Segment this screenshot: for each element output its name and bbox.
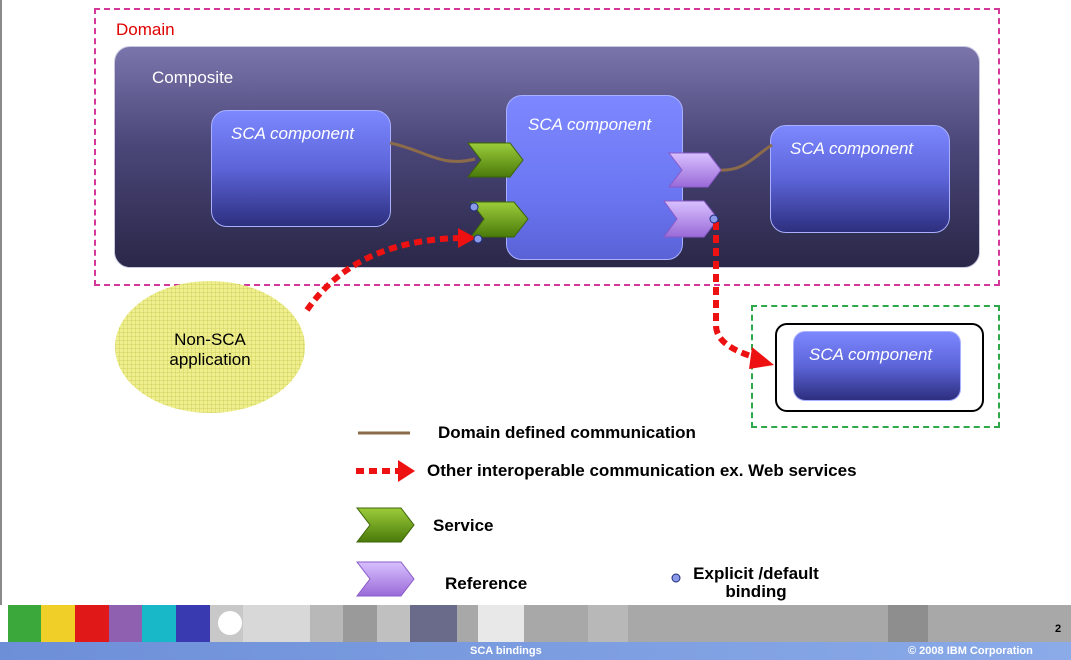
legend-service-chevron-icon <box>355 507 415 543</box>
legend-binding: Explicit /default binding <box>686 565 826 601</box>
binding-dot-icon <box>709 214 719 224</box>
service-chevron-top-icon <box>466 142 524 178</box>
sca-component-external <box>793 331 961 401</box>
legend-domain-communication: Domain defined communication <box>438 423 696 442</box>
footer-tile-snowflake <box>377 605 410 642</box>
sca-component-left <box>211 110 391 227</box>
footer-tile-photo-2 <box>243 605 310 642</box>
footer-tile-photo-3 <box>310 605 343 642</box>
footer-tile-green <box>8 605 41 642</box>
reference-chevron-top-icon <box>667 152 722 188</box>
non-sca-application-label: Non-SCA application <box>115 330 305 370</box>
wire-left-to-center <box>389 141 476 163</box>
binding-dot-icon <box>473 234 483 244</box>
sca-component-external-label: SCA component <box>809 345 933 364</box>
web-service-arrowhead-nonsca <box>458 228 476 248</box>
legend-service: Service <box>433 516 494 535</box>
sca-component-right <box>770 125 950 233</box>
web-service-arrowhead-external <box>749 347 774 369</box>
footer-tile-purple <box>109 605 142 642</box>
legend-web-service-arrowhead-icon <box>398 460 415 482</box>
legend-other-communication: Other interoperable communication ex. We… <box>427 461 857 480</box>
composite-label: Composite <box>152 68 234 87</box>
legend-binding-dot-icon <box>671 573 681 583</box>
footer-tile-yellow <box>41 605 75 642</box>
footer-title: SCA bindings <box>470 645 542 657</box>
sca-component-center-label: SCA component <box>528 115 652 134</box>
footer-tile-dark-gray <box>888 605 928 642</box>
footer-image-strip <box>8 605 1071 642</box>
footer-tile-light <box>478 605 524 642</box>
footer-bar <box>0 642 1071 660</box>
wire-center-to-right <box>717 143 773 172</box>
non-sca-application <box>115 281 305 413</box>
service-chevron-bottom-icon <box>469 201 529 238</box>
legend-binding-line2: binding <box>725 582 787 601</box>
legend-binding-line1: Explicit /default <box>693 564 819 583</box>
non-sca-label-line2: application <box>169 350 251 369</box>
legend-reference: Reference <box>445 574 528 593</box>
domain-label: Domain <box>116 20 175 39</box>
sca-component-left-label: SCA component <box>231 124 355 143</box>
footer-tile-red <box>75 605 109 642</box>
page-number: 2 <box>1055 623 1062 635</box>
footer-tile-light-gray <box>588 605 628 642</box>
footer-tile-stripes <box>410 605 457 642</box>
footer-tile-gray <box>343 605 377 642</box>
web-service-arrow-external <box>713 222 758 361</box>
footer-copyright: © 2008 IBM Corporation <box>908 645 1033 657</box>
non-sca-label-line1: Non-SCA <box>174 330 246 349</box>
binding-dot-icon <box>469 202 479 212</box>
legend-reference-chevron-icon <box>355 561 415 597</box>
footer-tile-blue <box>176 605 210 642</box>
web-service-arrow-nonsca <box>304 235 461 312</box>
domain-boundary <box>94 8 1000 286</box>
slide-edge-line <box>0 0 2 605</box>
sca-component-right-label: SCA component <box>790 139 914 158</box>
footer-circle-icon <box>218 611 242 635</box>
footer-tile-cyan <box>142 605 176 642</box>
sca-component-center <box>506 95 683 260</box>
reference-chevron-bottom-icon <box>663 200 719 238</box>
